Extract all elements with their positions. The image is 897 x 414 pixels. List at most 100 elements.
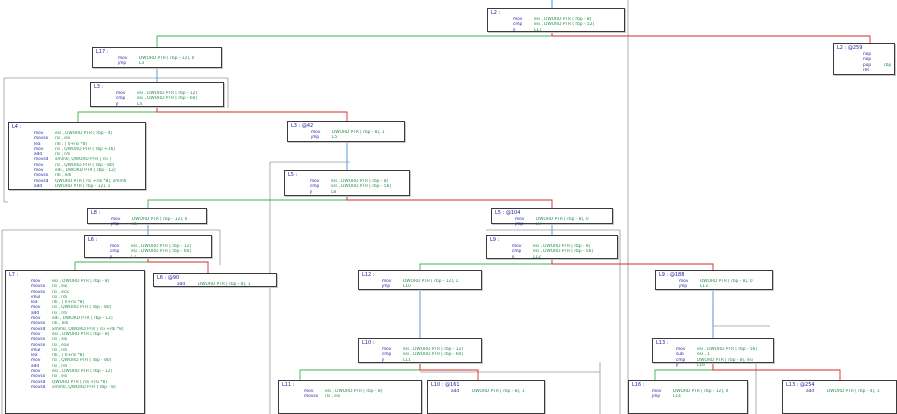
- block-label: L5 : @104: [495, 210, 521, 216]
- operands: esi , DWORD PTR [ rbp - 8]: [52, 331, 110, 337]
- mnemonic: mov: [34, 162, 44, 168]
- mnemonic: movsx: [31, 337, 46, 343]
- false-edge: [551, 259, 714, 272]
- mnemonic: lea: [31, 300, 38, 306]
- operands: esi , DWORD PTR [ rbp - 56]: [331, 184, 392, 190]
- mnemonic: movsx: [31, 284, 46, 290]
- instruction-row: cmp esi , DWORD PTR [ rbp - 52]: [513, 22, 621, 27]
- mnemonic: movsd: [34, 157, 49, 163]
- mnemonic: add: [34, 152, 43, 158]
- mnemonic: mov: [31, 279, 41, 284]
- block-label: L4 :: [12, 124, 22, 130]
- operands: DWORD PTR [ rbp - 8], esi: [697, 357, 753, 363]
- mnemonic: jmp: [311, 135, 320, 141]
- mnemonic: mov: [652, 389, 662, 394]
- block-label: L9 : @188: [659, 272, 685, 278]
- operands: L8: [331, 189, 337, 195]
- operands: L14: [673, 394, 681, 400]
- mnemonic: mov: [515, 217, 525, 222]
- mnemonic: jmp: [118, 61, 127, 67]
- operands: DWORD PTR [ rbp - 8], 0: [536, 217, 589, 222]
- true-edge: [299, 363, 421, 380]
- mnemonic: jl: [513, 27, 516, 33]
- operands: rsi , rdi: [52, 347, 67, 353]
- mnemonic: mov: [31, 331, 41, 337]
- mnemonic: cmp: [382, 352, 392, 358]
- block-label: L6 : @90: [157, 275, 180, 281]
- block-label: L16 :: [632, 382, 645, 388]
- mnemonic: cmp: [513, 22, 523, 28]
- instruction-row: mov esi , DWORD PTR [ rbp - 8]: [31, 332, 141, 337]
- block-label: L3 :: [94, 84, 104, 90]
- block-label: L3 : @42: [291, 123, 314, 129]
- operands: L16: [697, 362, 705, 368]
- mnemonic: add: [31, 310, 40, 316]
- mnemonic: movsx: [34, 173, 49, 179]
- operands: esi , DWORD PTR [ rbp - 52]: [534, 22, 595, 28]
- operands: rdi , [ 0+rsi *8]: [55, 141, 88, 147]
- mnemonic: movsd: [31, 379, 46, 385]
- mnemonic: movsx: [304, 394, 319, 400]
- operands: rsi , eax: [52, 342, 70, 348]
- operands: DWORD PTR [ rbp - 12], 1: [403, 279, 459, 284]
- operands: rdi , edi: [55, 173, 72, 179]
- mnemonic: add: [451, 389, 460, 394]
- operands: esi , DWORD PTR [ rbp - 56]: [697, 347, 758, 352]
- operands: L11: [403, 357, 411, 363]
- block-label: L9 :: [490, 237, 500, 243]
